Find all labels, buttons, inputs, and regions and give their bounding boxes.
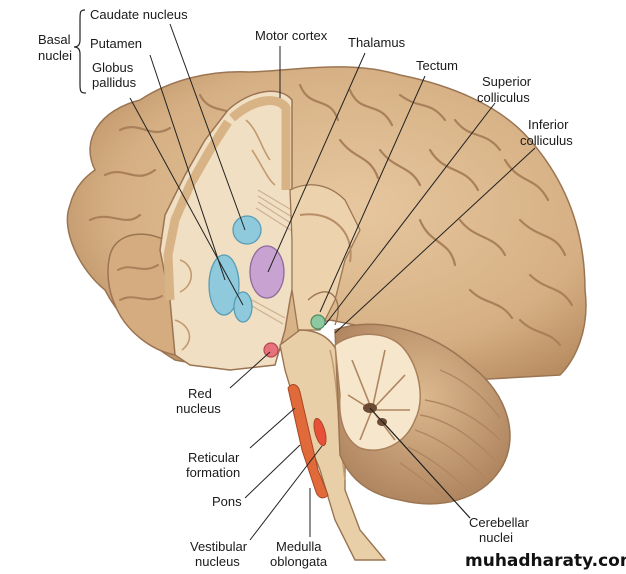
label-motor-cortex: Motor cortex (255, 28, 328, 43)
label-thalamus: Thalamus (348, 35, 406, 50)
label-pons: Pons (212, 494, 242, 509)
red-nucleus-shape (263, 342, 279, 358)
leader-thalamus (267, 52, 366, 273)
leader-caudate (169, 23, 246, 231)
tectum-shape (310, 314, 326, 330)
label-caudate-nucleus: Caudate nucleus (90, 7, 188, 22)
leader-lines (129, 23, 536, 541)
leader-tectum (319, 75, 426, 313)
caudate-nucleus-shape (232, 215, 262, 245)
vestibular-nucleus-shape (313, 417, 327, 447)
label-medulla-oblongata: Medulla oblongata (270, 539, 328, 569)
reticular-formation-shape (287, 384, 329, 499)
label-globus-pallidus: Globus pallidus (92, 60, 137, 90)
leader-pons (244, 444, 301, 499)
watermark-text: muhadharaty.com (465, 551, 626, 571)
label-vestibular-nucleus: Vestibular nucleus (190, 539, 251, 569)
gyri-lines (88, 83, 574, 347)
leader-vestibular (249, 445, 323, 541)
thalamus-shape (249, 245, 285, 299)
putamen-shape (208, 254, 240, 316)
leader-reticular (249, 407, 296, 449)
label-basal-nuclei: Basal nuclei (38, 32, 74, 63)
label-superior-colliculus: Superior colliculus (477, 74, 535, 105)
leader-putamen (149, 54, 226, 281)
label-putamen: Putamen (90, 36, 142, 51)
label-inferior-colliculus: Inferior colliculus (520, 117, 573, 148)
leader-superior-colliculus (324, 102, 496, 326)
label-red-nucleus: Red nucleus (176, 386, 221, 416)
leader-inferior-colliculus (334, 147, 536, 334)
cerebellar-folia (399, 369, 501, 503)
label-cerebellar-nuclei: Cerebellar nuclei (469, 515, 533, 545)
label-tectum: Tectum (416, 58, 458, 73)
label-text-group: Basal nuclei Caudate nucleus Putamen Glo… (38, 7, 573, 569)
leader-globus (129, 97, 244, 306)
leader-cerebellar-2 (382, 421, 471, 519)
leader-red-nucleus (229, 351, 271, 389)
globus-pallidus-shape (233, 291, 253, 323)
arbor-vitae (334, 333, 421, 451)
label-reticular-formation: Reticular formation (186, 450, 243, 480)
basal-nuclei-brace (73, 9, 87, 94)
